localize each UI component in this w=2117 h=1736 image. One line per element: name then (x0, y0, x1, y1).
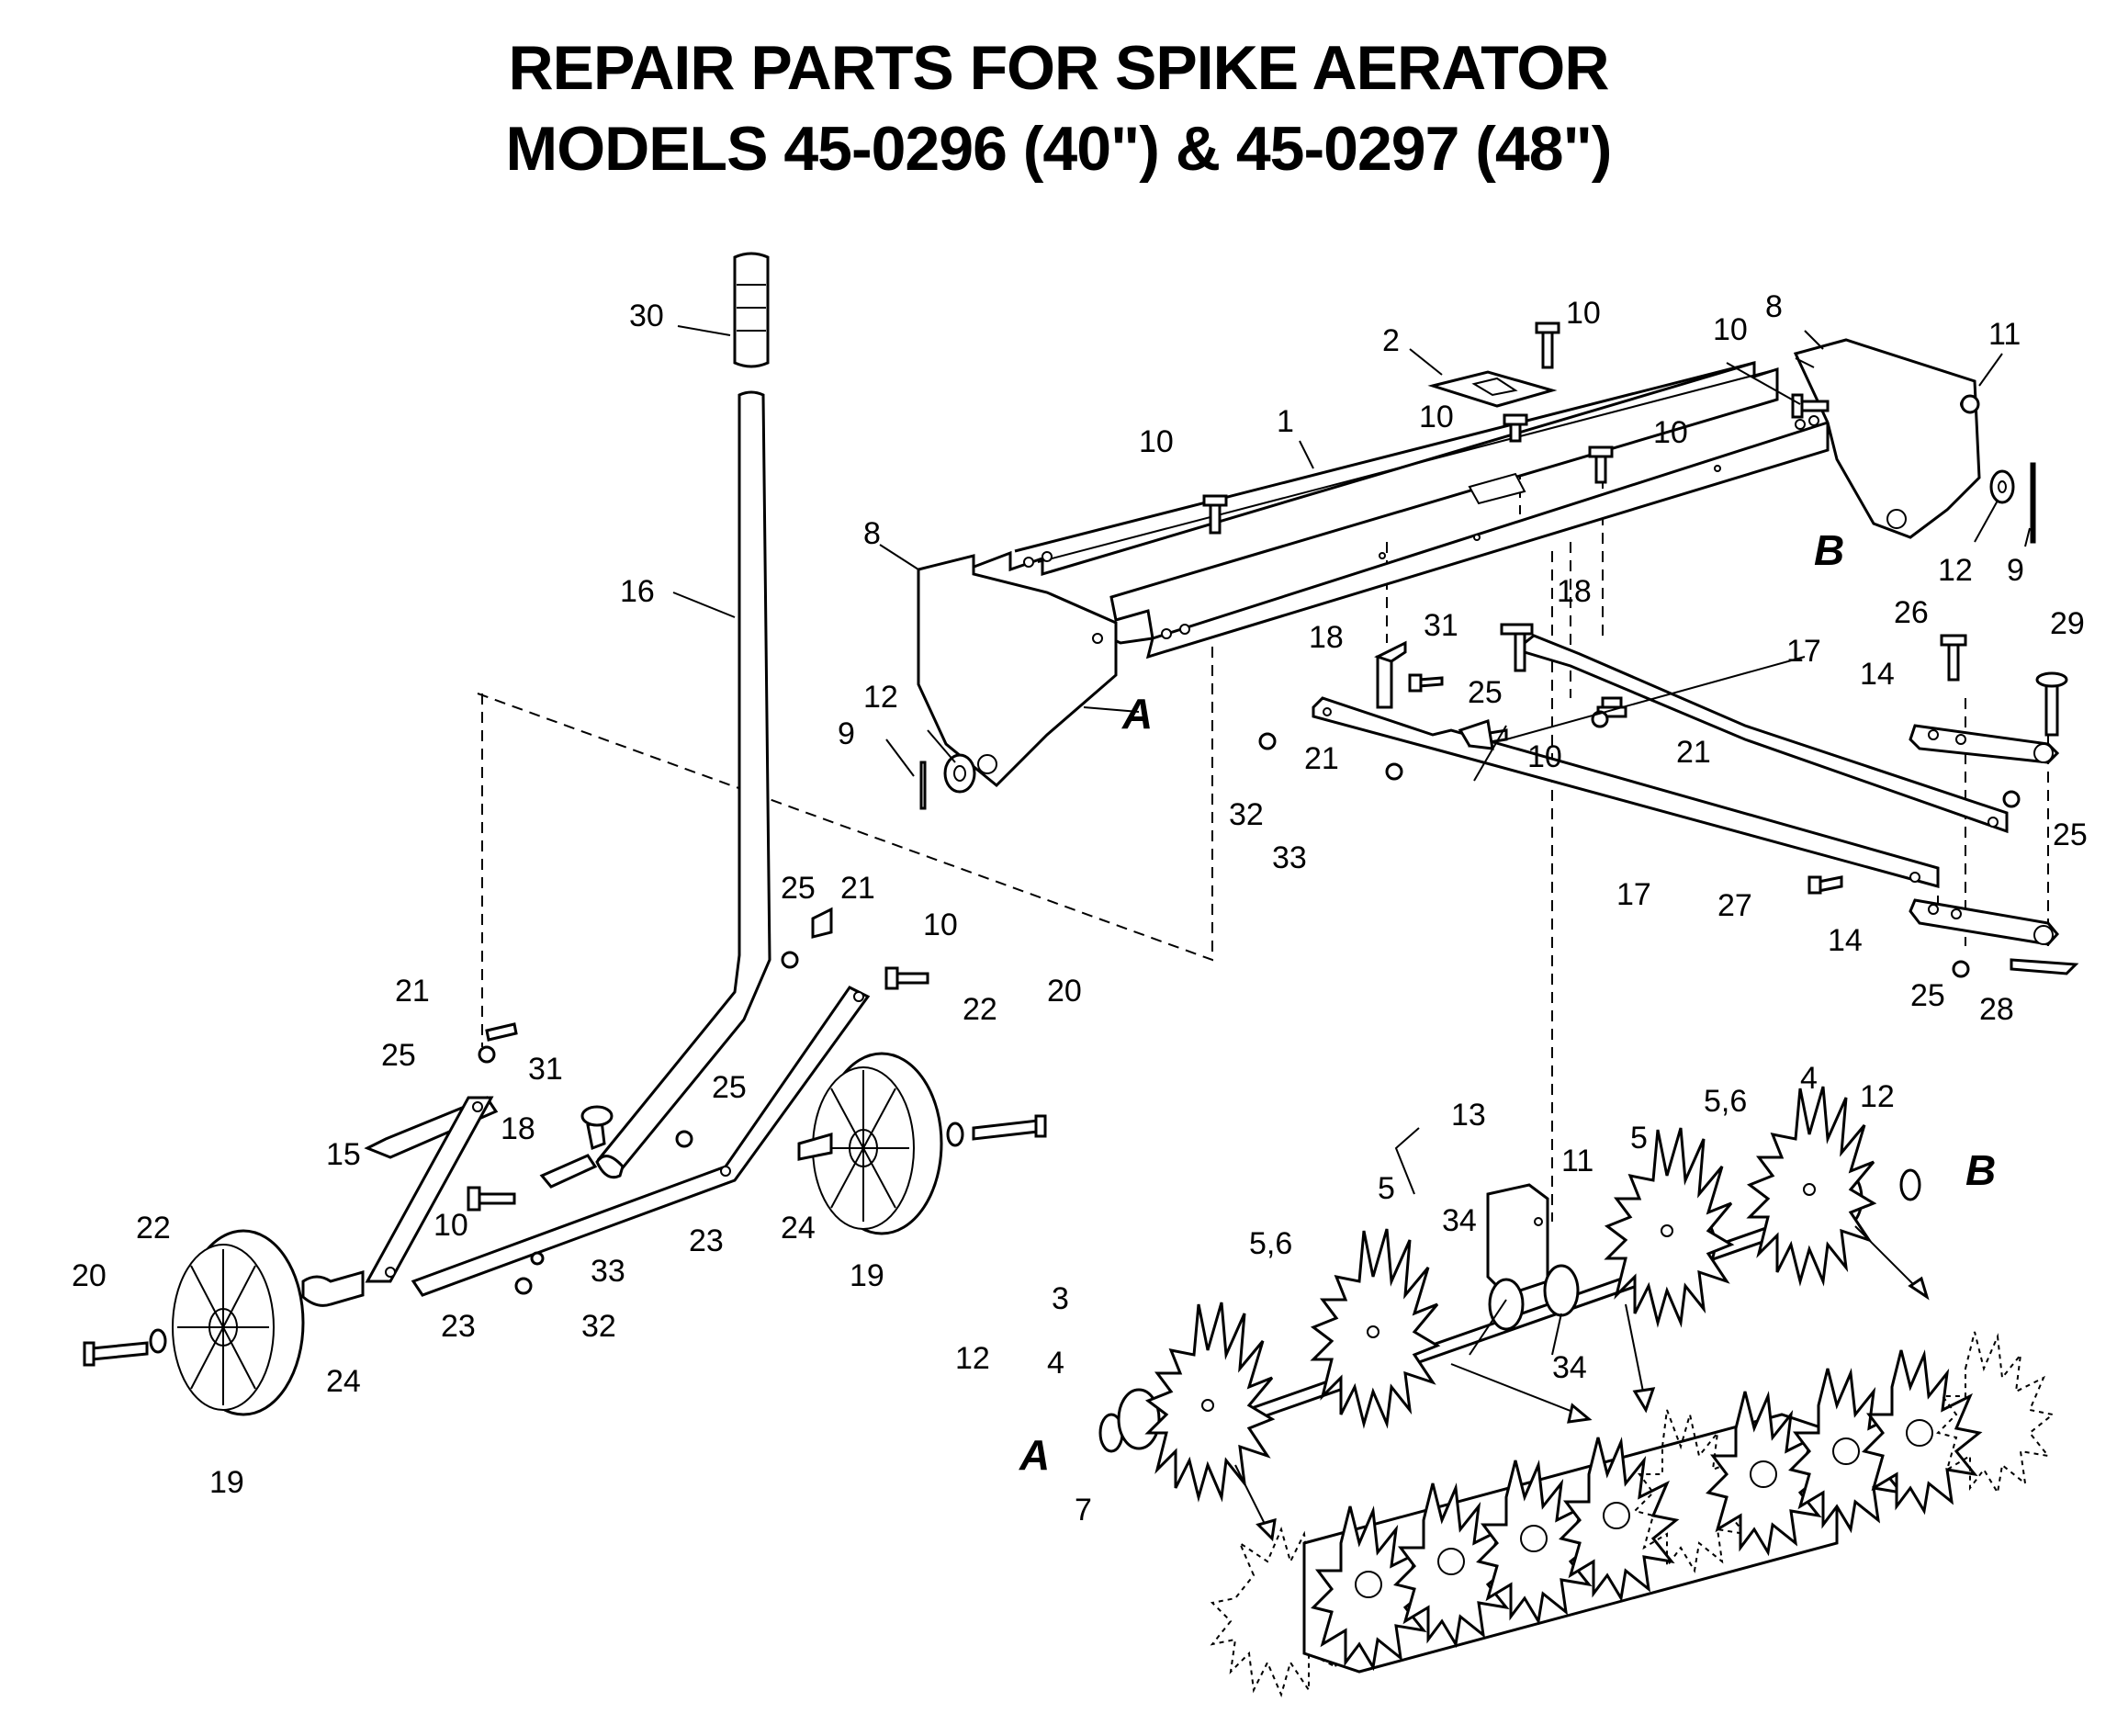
wheel-left (83, 1229, 365, 1416)
spike-wheel-3 (1604, 1127, 1735, 1328)
callout-24-right: 24 (781, 1211, 816, 1246)
callout-10-right: 10 (1713, 312, 1748, 347)
left-end-hardware (919, 753, 976, 810)
callout-25-hitch-mid: 25 (1468, 675, 1503, 710)
callout-15: 15 (326, 1137, 361, 1172)
callout-18-top: 18 (1557, 574, 1592, 609)
assembly-arrows (1234, 1225, 1930, 1542)
callout-1: 1 (1277, 404, 1294, 439)
callout-4-right: 4 (1800, 1061, 1818, 1096)
callout-14-top: 14 (1860, 657, 1895, 692)
callout-21-handle-top: 21 (840, 871, 875, 906)
ref-b-bottom: B (1965, 1146, 1996, 1194)
callout-12-shaft-right: 12 (1860, 1079, 1895, 1114)
ref-a-bottom: A (1019, 1431, 1050, 1479)
callout-19-left: 19 (209, 1465, 244, 1500)
leader-lines (672, 325, 2031, 1356)
main-frame (918, 360, 1830, 659)
ref-a-top: A (1121, 690, 1153, 738)
callout-22-left: 22 (136, 1211, 171, 1246)
callout-5-right: 5 (1630, 1121, 1648, 1155)
callout-10-handle-low: 10 (434, 1208, 468, 1243)
callout-21-hitch-left: 21 (1304, 741, 1339, 776)
callout-23-left: 23 (441, 1309, 476, 1344)
callout-14-bottom: 14 (1828, 923, 1863, 958)
callout-56-right: 5,6 (1704, 1084, 1747, 1119)
callout-10-handle: 10 (923, 907, 958, 942)
callout-28: 28 (1979, 992, 2014, 1027)
wheel-right (797, 1052, 1047, 1235)
callout-29: 29 (2050, 606, 2085, 641)
mounting-plate (1427, 370, 1558, 408)
callout-8-right: 8 (1765, 289, 1783, 324)
callout-56-left: 5,6 (1249, 1226, 1292, 1261)
callout-23-right: 23 (689, 1223, 724, 1258)
callout-25-handle-left: 25 (381, 1038, 416, 1073)
callout-18-handle: 18 (501, 1111, 535, 1146)
callout-7: 7 (1075, 1493, 1092, 1527)
callout-12-shaft-left: 12 (955, 1341, 990, 1376)
callout-9-right: 9 (2007, 553, 2024, 588)
callout-10-left: 10 (1139, 424, 1174, 459)
callout-11-bottom: 11 (1561, 1144, 1593, 1178)
callout-10-top: 10 (1566, 296, 1601, 331)
title-line-1: REPAIR PARTS FOR SPIKE AERATOR (508, 33, 1610, 103)
callout-12-right: 12 (1938, 553, 1973, 588)
callout-34-top: 34 (1442, 1203, 1477, 1238)
callout-16: 16 (620, 574, 655, 609)
callout-12-left: 12 (863, 680, 898, 715)
callout-33-handle: 33 (591, 1254, 625, 1289)
handle-assembly (364, 252, 929, 1297)
title-line-2: MODELS 45-0296 (40") & 45-0297 (48") (505, 114, 1613, 184)
callout-25-handle-mid: 25 (712, 1070, 747, 1105)
callout-19-right: 19 (850, 1258, 884, 1293)
ref-b-top: B (1814, 526, 1844, 574)
callout-21-handle-left: 21 (395, 974, 430, 1009)
callout-25-hitch-bottom: 25 (1910, 978, 1945, 1013)
callout-26: 26 (1894, 595, 1929, 630)
callout-30: 30 (629, 299, 664, 333)
end-plate-left (917, 554, 1118, 788)
callout-4-left: 4 (1047, 1346, 1064, 1381)
callout-17-top: 17 (1786, 634, 1821, 669)
callout-8-left: 8 (863, 516, 881, 551)
callout-33-hitch: 33 (1272, 840, 1307, 875)
spike-wheel-2 (1310, 1228, 1441, 1429)
callout-32-hitch: 32 (1229, 797, 1264, 832)
callout-20-left: 20 (72, 1258, 107, 1293)
callout-18-left: 18 (1309, 620, 1344, 655)
spike-wheel-4 (1746, 1086, 1877, 1287)
callout-10-mid: 10 (1419, 400, 1454, 434)
callout-5-left: 5 (1378, 1171, 1395, 1206)
callout-24-left: 24 (326, 1364, 361, 1399)
frame-bolts (1202, 321, 1830, 535)
tow-hitch-assembly (1258, 623, 2079, 978)
callout-2: 2 (1382, 323, 1400, 358)
callout-32-handle: 32 (581, 1309, 616, 1344)
callout-21-hitch-right: 21 (1676, 735, 1711, 770)
callout-10-hitch: 10 (1527, 739, 1562, 774)
callout-34-bottom: 34 (1552, 1350, 1587, 1385)
callouts: 30 16 8 1 2 10 10 10 10 10 8 11 B 12 9 A… (72, 289, 2088, 1527)
callout-3: 3 (1052, 1281, 1069, 1316)
title-block: REPAIR PARTS FOR SPIKE AERATOR MODELS 45… (0, 28, 2117, 189)
callout-25-handle-top: 25 (781, 871, 816, 906)
callout-27: 27 (1717, 888, 1752, 923)
callout-17-bottom: 17 (1616, 877, 1651, 912)
callout-20-right: 20 (1047, 974, 1082, 1009)
callout-9-left: 9 (838, 716, 855, 751)
assembled-roller (1210, 1331, 2055, 1697)
end-plate-right (1793, 338, 1981, 539)
right-end-hardware (1960, 394, 2036, 544)
callout-22-right: 22 (963, 992, 997, 1027)
callout-10-mid-right: 10 (1653, 415, 1688, 450)
callout-31-top: 31 (1424, 608, 1458, 643)
callout-13: 13 (1451, 1098, 1486, 1133)
callout-11-top: 11 (1988, 317, 2021, 352)
callout-25-hitch-right: 25 (2053, 817, 2088, 852)
spike-wheel-1 (1144, 1302, 1276, 1503)
callout-31-handle: 31 (528, 1052, 563, 1087)
